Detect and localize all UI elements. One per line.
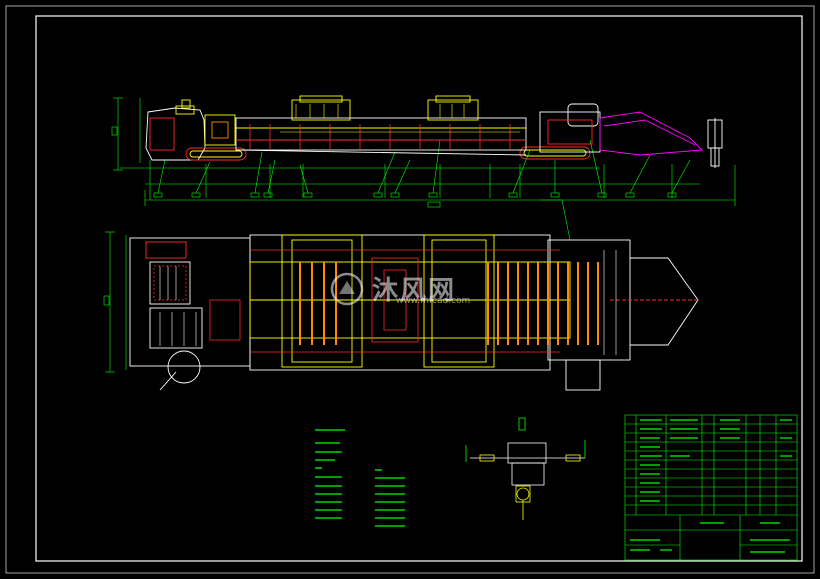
plan-conveyor-yellow (249, 234, 571, 368)
title-block-table (624, 414, 798, 561)
plan-detail-red (153, 249, 560, 353)
side-detail-red (249, 124, 511, 150)
plan-detail-white (159, 250, 617, 355)
watermark-url: www.mfcad.com (396, 296, 471, 306)
watermark: 沐风网 www.mfcad.com (330, 270, 490, 310)
plan-slats-orange (299, 262, 599, 345)
side-elevation-view (111, 95, 736, 208)
plan-view (103, 199, 699, 391)
drawing-frame (5, 5, 815, 574)
side-part-labels (153, 192, 677, 198)
side-dimensions (111, 97, 736, 208)
side-machine-body (145, 95, 723, 168)
end-section-view (465, 417, 586, 520)
side-leaders (157, 139, 691, 194)
technical-notes (315, 429, 405, 527)
mufeng-logo-icon (330, 272, 364, 306)
title-block-entries (630, 419, 792, 553)
watermark-brand: 沐风网 (372, 276, 457, 306)
plan-dimensions (103, 199, 571, 373)
side-detail-yellow (280, 104, 520, 133)
